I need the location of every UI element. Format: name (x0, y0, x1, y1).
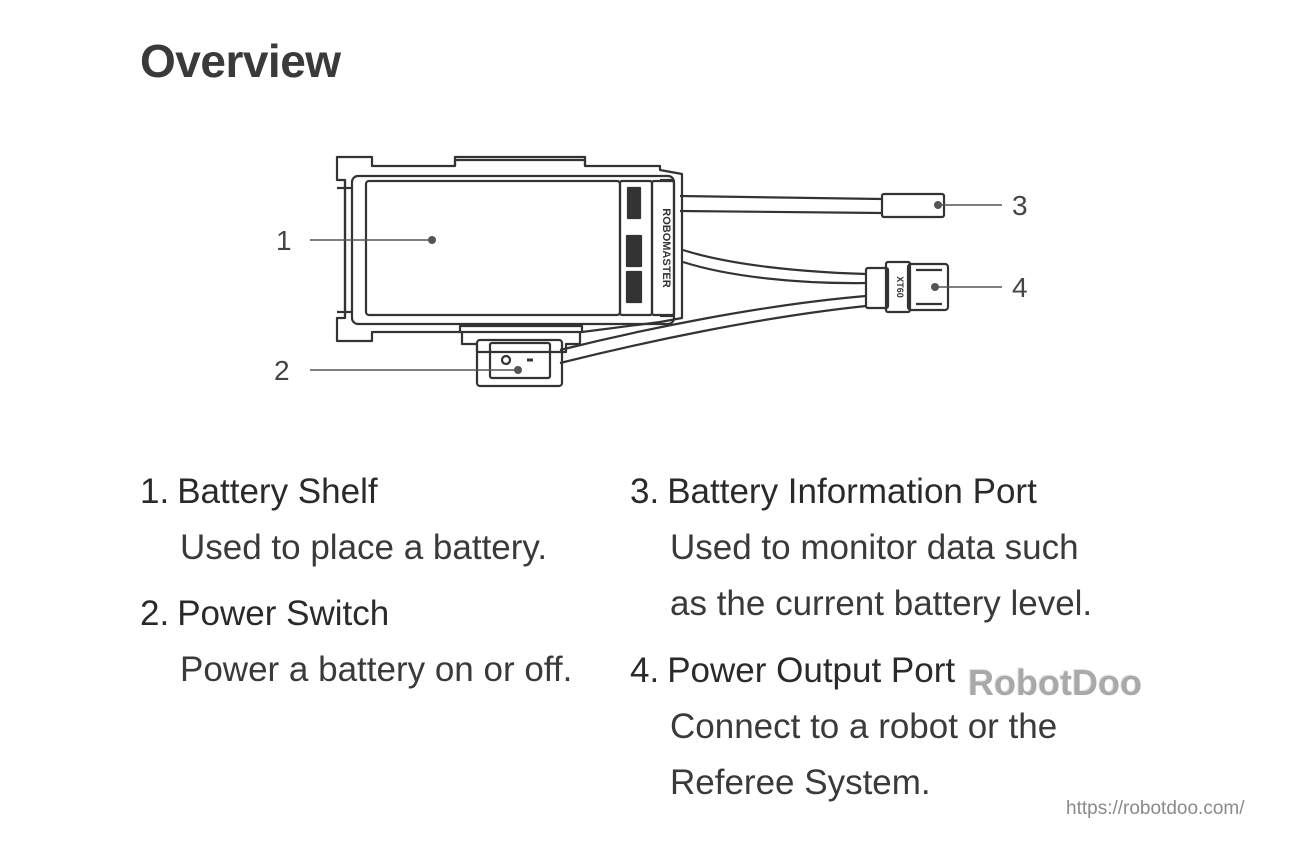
item-number: 1. (140, 472, 170, 511)
item-name: Power Switch (177, 594, 390, 633)
page-title: Overview (140, 35, 341, 87)
item-number: 2. (140, 594, 170, 633)
brand-label: ROBOMASTER (660, 208, 672, 288)
item-description: Used to monitor data such as the current… (670, 528, 1093, 623)
item-name: Battery Shelf (177, 472, 378, 511)
callout-number-3: 3 (1012, 190, 1028, 221)
item-battery-information-port: 3. Battery Information Port Used to moni… (630, 464, 1130, 632)
callout-lines (310, 204, 1002, 371)
item-description: Connect to a robot or the Referee System… (670, 707, 1058, 802)
callout-dots (428, 201, 942, 374)
callout-number-4: 4 (1012, 272, 1028, 303)
item-battery-shelf: 1. Battery Shelf Used to place a battery… (140, 464, 590, 576)
callout-number-2: 2 (274, 355, 290, 386)
item-description: Used to place a battery. (180, 528, 548, 567)
power-switch-housing (460, 333, 582, 388)
item-number: 4. (630, 651, 660, 690)
item-description: Power a battery on or off. (180, 650, 573, 689)
item-name: Power Output Port (667, 651, 956, 690)
power-output-cables (559, 248, 867, 365)
watermark: RobotDoo (968, 662, 1142, 703)
battery-area (364, 179, 622, 317)
item-power-output-port: 4. Power Output Port Connect to a robot … (630, 643, 1130, 811)
item-number: 3. (630, 472, 660, 511)
connector-label: XT60 (895, 276, 905, 298)
item-power-switch: 2. Power Switch Power a battery on or of… (140, 586, 590, 698)
battery-shelf-diagram: ROBOMASTER XT60 1 2 3 4 (274, 155, 1028, 388)
electronics-strip (618, 179, 676, 317)
callout-number-1: 1 (276, 225, 292, 256)
source-url: https://robotdoo.com/ (1066, 798, 1245, 819)
item-name: Battery Information Port (667, 472, 1037, 511)
battery-info-cable (679, 194, 883, 215)
